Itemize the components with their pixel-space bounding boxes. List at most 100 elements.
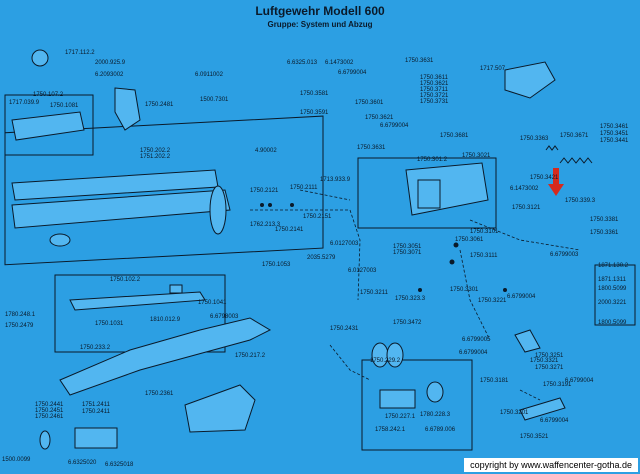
- part-number-label: 1750.3111: [470, 253, 498, 259]
- spring-small: [545, 145, 559, 151]
- part-number-label: 6.6799003: [550, 252, 579, 258]
- part-number-label: 1750.3611: [420, 75, 448, 81]
- part-number-label: 4.90002: [255, 148, 277, 154]
- pin-f: [418, 288, 422, 292]
- part-number-label: 1713.933.9: [320, 177, 351, 183]
- part-number-label: 1750.2361: [145, 391, 174, 397]
- part-number-label: 6.6799004: [380, 123, 409, 129]
- part-number-label: 1750.3363: [520, 136, 549, 142]
- part-number-label: 1750.3721: [420, 93, 449, 99]
- part-number-label: 6.2093002: [95, 72, 124, 78]
- part-number-label: 1750.1041: [198, 300, 227, 306]
- part-number-label: 6.6325020: [68, 460, 97, 466]
- copyright-notice: copyright by www.waffencenter-gotha.de: [464, 458, 638, 472]
- part-number-label: 1758.242.1: [375, 427, 406, 433]
- part-number-label: 1750.3221: [478, 298, 507, 304]
- part-number-label: 1750.3121: [512, 205, 541, 211]
- part-number-label: 6.6799005: [462, 337, 491, 343]
- action-window: [417, 179, 441, 209]
- bracket-plate: [74, 427, 118, 449]
- part-number-label: 1750.3521: [520, 434, 549, 440]
- part-number-label: 1750.301.2: [417, 157, 448, 163]
- part-number-label: 1750.2121: [250, 188, 279, 194]
- pin-e: [449, 259, 455, 265]
- barrel: [11, 189, 231, 229]
- part-number-label: 1871.1311: [598, 277, 626, 283]
- page-subtitle: Gruppe: System und Abzug: [267, 20, 373, 29]
- part-number-label: 1750.3472: [393, 320, 422, 326]
- pin-a: [260, 203, 264, 207]
- part-number-label: 1750.2461: [35, 414, 64, 420]
- part-number-label: 1750.3461: [600, 124, 629, 130]
- part-number-label: 1750.3671: [560, 133, 589, 139]
- part-number-label: 1500.7301: [200, 97, 229, 103]
- part-number-label: 1750.3631: [357, 145, 386, 151]
- trigger-block: [169, 284, 183, 294]
- pin-d: [453, 242, 459, 248]
- part-number-label: 1750.1053: [262, 262, 291, 268]
- front-sight: [31, 49, 49, 67]
- barrel-end: [209, 185, 227, 235]
- part-number-label: 1750.3441: [600, 138, 629, 144]
- part-number-label: 1750.2481: [145, 102, 174, 108]
- trigger-guard: [184, 384, 256, 433]
- part-number-label: 6.6799004: [565, 378, 594, 384]
- part-number-label: 1717.112.2: [65, 50, 95, 56]
- part-number-label: 1750.233.2: [80, 345, 111, 351]
- part-number-label: 1750.3601: [355, 100, 384, 106]
- part-number-label: 1750.1081: [50, 103, 79, 109]
- part-number-label: 1750.339.3: [565, 198, 596, 204]
- part-number-label: 1750.2111: [290, 185, 318, 191]
- part-number-label: 1750.3101: [470, 229, 499, 235]
- safety-lever: [519, 397, 566, 421]
- bolt-handle: [114, 87, 141, 131]
- part-number-label: 1750.3381: [590, 217, 619, 223]
- part-number-label: 1750.3181: [480, 378, 509, 384]
- part-number-label: 6.6789.006: [425, 427, 456, 433]
- part-number-label: 1750.3591: [300, 110, 329, 116]
- part-number-label: 1750.323.3: [395, 296, 426, 302]
- part-group-box-spring: [594, 264, 636, 326]
- part-number-label: 6.0127003: [330, 241, 359, 247]
- part-number-label: 1717.507: [480, 66, 506, 72]
- part-number-label: 1717.039.9: [9, 100, 40, 106]
- part-number-label: 1750.2431: [330, 326, 359, 332]
- part-number-label: 1750.229.2: [370, 358, 401, 364]
- part-number-label: 1750.102.2: [110, 277, 141, 283]
- part-number-label: 1871.130.2: [598, 263, 629, 269]
- part-number-label: 6.6799004: [459, 350, 488, 356]
- part-number-label: 1750.3061: [455, 237, 484, 243]
- part-number-label: 1750.3711: [420, 87, 448, 93]
- part-number-label: 1750.3271: [535, 365, 564, 371]
- part-number-label: 6.6325018: [105, 462, 134, 468]
- disc-part: [39, 430, 51, 450]
- part-number-label: 6.6325.013: [287, 60, 318, 66]
- part-number-label: 6.6799004: [507, 294, 536, 300]
- pin-c: [290, 203, 294, 207]
- part-number-label: 1800.5099: [598, 320, 627, 326]
- part-group-box-barrel: [4, 115, 324, 266]
- cocking-lever: [59, 317, 272, 396]
- trigger-lever: [69, 291, 206, 311]
- part-number-label: 1750.3051: [393, 244, 422, 250]
- part-number-label: 1750.3731: [420, 99, 449, 105]
- part-number-label: 1750.3421: [530, 175, 559, 181]
- part-number-label: 1750.3211: [360, 290, 388, 296]
- part-number-label: 1750.3071: [393, 250, 422, 256]
- part-number-label: 1750.227.1: [385, 414, 416, 420]
- part-number-label: 1751.2411: [82, 402, 110, 408]
- part-number-label: 1750.3191: [543, 382, 572, 388]
- part-number-label: 1750.3451: [600, 131, 629, 137]
- piston-cap: [426, 381, 444, 403]
- part-number-label: 1751.202.2: [140, 154, 171, 160]
- part-number-label: 1750.217.2: [235, 353, 266, 359]
- part-number-label: 1762.213.3: [250, 222, 281, 228]
- part-number-label: 1750.107.2: [33, 92, 64, 98]
- page-title: Luftgewehr Modell 600: [255, 4, 385, 18]
- part-number-label: 1750.3621: [420, 81, 449, 87]
- part-group-box-action: [357, 157, 497, 229]
- pin-b: [268, 203, 272, 207]
- part-number-label: 6.6798003: [210, 314, 239, 320]
